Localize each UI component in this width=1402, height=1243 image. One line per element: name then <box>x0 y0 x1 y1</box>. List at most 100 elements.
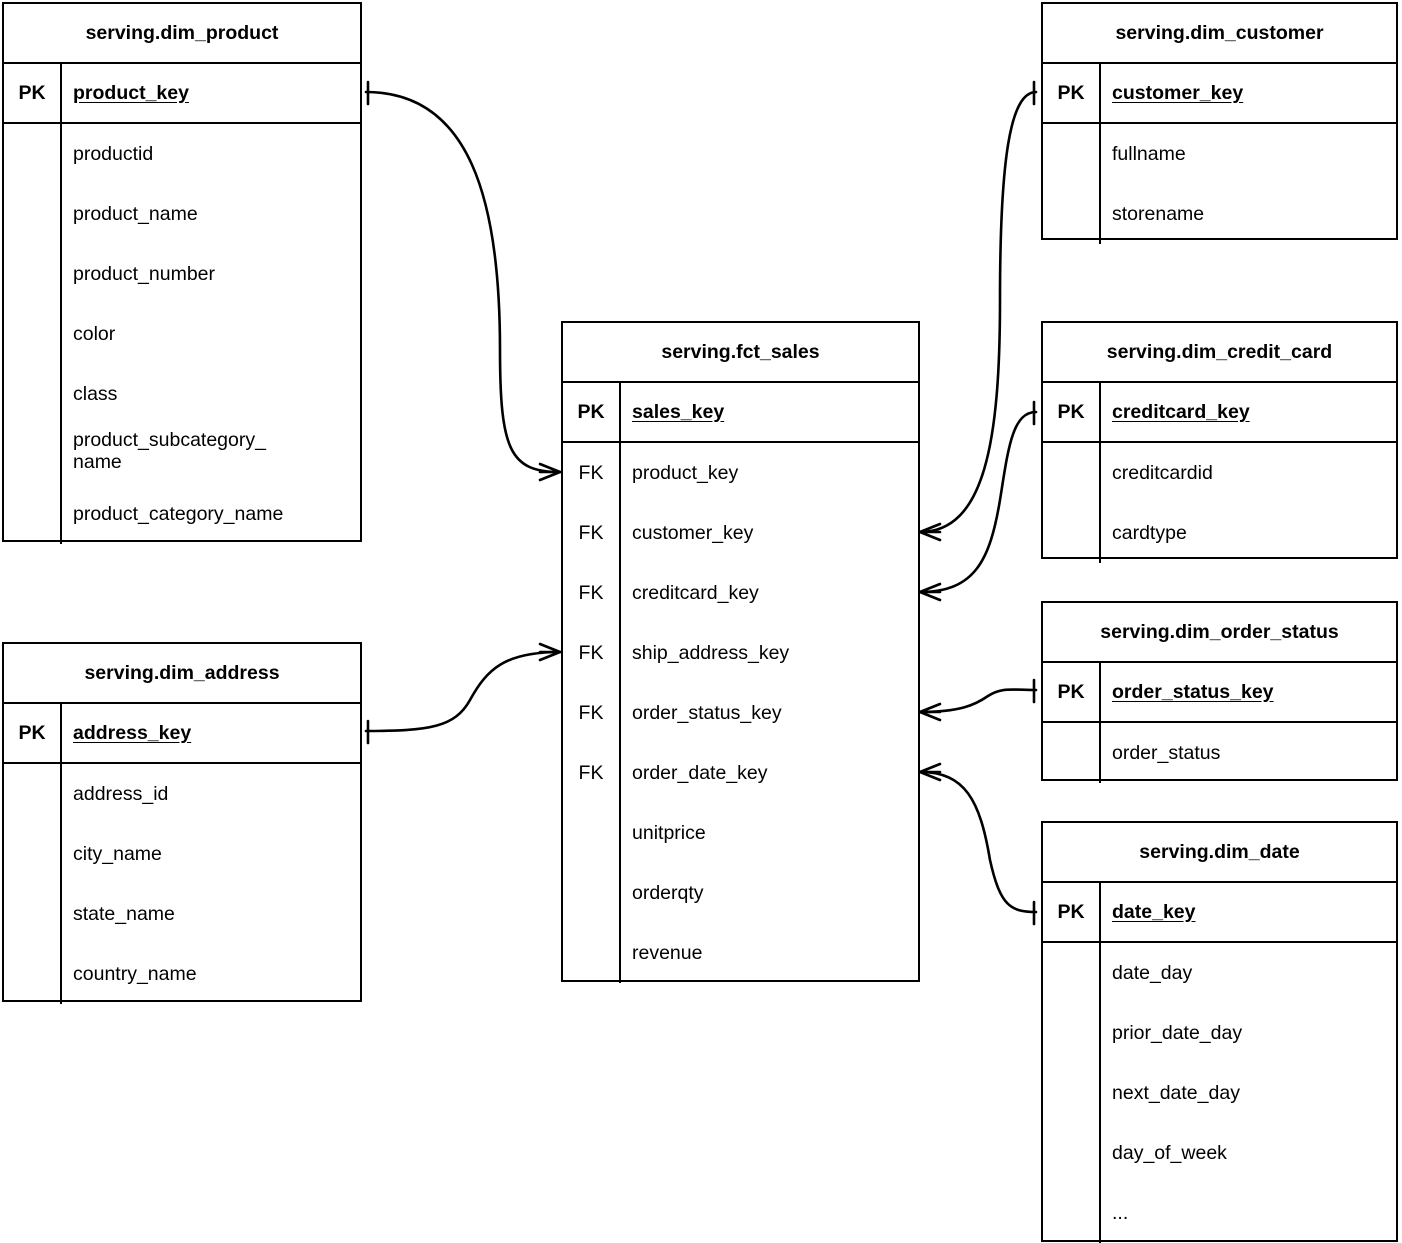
pk-tag: PK <box>4 704 62 762</box>
key-column-spacer <box>1043 124 1101 244</box>
entity-title-dim-date: serving.dim_date <box>1043 823 1396 883</box>
entity-title-fct-sales: serving.fct_sales <box>563 323 918 383</box>
entity-dim-address[interactable]: serving.dim_address PK address_key addre… <box>2 642 362 1004</box>
entity-title-dim-address: serving.dim_address <box>4 644 360 704</box>
fk-tag: FK <box>578 761 604 784</box>
entity-title-dim-order-status: serving.dim_order_status <box>1043 603 1396 663</box>
attribute-name-sales-key: sales_key <box>632 400 725 423</box>
key-column-spacer: FK FK FK FK FK FK <box>563 443 621 983</box>
attribute-row[interactable]: order_date_key <box>632 761 768 784</box>
attribute-row[interactable]: creditcard_key <box>632 581 759 604</box>
attribute-row[interactable]: country_name <box>73 962 197 985</box>
attribute-row[interactable]: day_of_week <box>1112 1141 1227 1164</box>
edge-date-crowsfoot <box>918 762 942 782</box>
attribute-row[interactable]: order_status <box>1112 741 1221 764</box>
entity-dim-customer[interactable]: serving.dim_customer PK customer_key ful… <box>1041 2 1398 244</box>
attribute-row-primary-key[interactable]: PK product_key <box>4 64 360 124</box>
edge-creditcard-crowsfoot <box>918 582 942 602</box>
pk-tag: PK <box>1043 383 1101 441</box>
edge-product-to-sales <box>364 90 562 474</box>
entity-dim-product[interactable]: serving.dim_product PK product_key produ… <box>2 2 362 544</box>
edge-orderstatus-crowsfoot <box>918 702 942 722</box>
attribute-row[interactable]: order_status_key <box>632 701 782 724</box>
attribute-row[interactable]: prior_date_day <box>1112 1021 1243 1044</box>
fk-tag: FK <box>578 521 604 544</box>
attribute-name-address-key: address_key <box>73 721 192 744</box>
attribute-name-order-status-key: order_status_key <box>1112 680 1274 703</box>
attribute-row[interactable]: next_date_day <box>1112 1081 1240 1104</box>
edge-address-crowsfoot <box>538 642 562 662</box>
key-column-spacer <box>1043 943 1101 1243</box>
attribute-row[interactable]: color <box>73 322 116 345</box>
edge-product-crowsfoot <box>538 462 562 482</box>
edge-address-to-sales <box>364 650 562 733</box>
attribute-row-primary-key[interactable]: PK customer_key <box>1043 64 1396 124</box>
edge-sales-to-customer <box>918 90 1038 534</box>
attribute-row[interactable]: ship_address_key <box>632 641 790 664</box>
attribute-row[interactable]: product_subcategory_name <box>73 429 266 473</box>
attribute-list: productid product_name product_number co… <box>62 124 360 544</box>
attribute-name-product-key: product_key <box>73 81 189 104</box>
pk-tag: PK <box>563 383 621 441</box>
attribute-row[interactable]: revenue <box>632 941 703 964</box>
attribute-row[interactable]: customer_key <box>632 521 754 544</box>
entity-dim-credit-card[interactable]: serving.dim_credit_card PK creditcard_ke… <box>1041 321 1398 563</box>
entity-dim-order-status[interactable]: serving.dim_order_status PK order_status… <box>1041 601 1398 783</box>
attribute-row-primary-key[interactable]: PK creditcard_key <box>1043 383 1396 443</box>
attribute-list: date_day prior_date_day next_date_day da… <box>1101 943 1396 1243</box>
attribute-row[interactable]: product_category_name <box>73 502 284 525</box>
attribute-list: creditcardid cardtype <box>1101 443 1396 563</box>
pk-tag: PK <box>1043 663 1101 721</box>
attribute-row-primary-key[interactable]: PK address_key <box>4 704 360 764</box>
attribute-row[interactable]: storename <box>1112 202 1205 225</box>
attribute-body: fullname storename <box>1043 124 1396 244</box>
attribute-row[interactable]: productid <box>73 142 154 165</box>
attribute-list: fullname storename <box>1101 124 1396 244</box>
entity-title-dim-customer: serving.dim_customer <box>1043 4 1396 64</box>
key-column-spacer <box>1043 723 1101 783</box>
edge-customer-crowsfoot <box>918 522 942 542</box>
key-column-spacer <box>1043 443 1101 563</box>
edge-sales-to-orderstatus <box>918 688 1038 714</box>
attribute-row[interactable]: unitprice <box>632 821 706 844</box>
fk-tag: FK <box>578 641 604 664</box>
fk-tag: FK <box>578 581 604 604</box>
attribute-row[interactable]: date_day <box>1112 961 1193 984</box>
entity-title-dim-credit-card: serving.dim_credit_card <box>1043 323 1396 383</box>
attribute-row[interactable]: fullname <box>1112 142 1186 165</box>
key-column-spacer <box>4 764 62 1004</box>
attribute-list: order_status <box>1101 723 1396 783</box>
attribute-row[interactable]: product_number <box>73 262 216 285</box>
attribute-list: address_id city_name state_name country_… <box>62 764 360 1004</box>
pk-tag: PK <box>1043 64 1101 122</box>
attribute-row[interactable]: product_name <box>73 202 198 225</box>
fk-tag: FK <box>578 701 604 724</box>
entity-fct-sales[interactable]: serving.fct_sales PK sales_key FK FK FK … <box>561 321 920 983</box>
attribute-list: product_key customer_key creditcard_key … <box>621 443 918 983</box>
attribute-body: order_status <box>1043 723 1396 783</box>
attribute-row[interactable]: address_id <box>73 782 169 805</box>
attribute-row[interactable]: city_name <box>73 842 162 865</box>
fk-tag: FK <box>578 461 604 484</box>
attribute-row[interactable]: cardtype <box>1112 521 1187 544</box>
attribute-row[interactable]: orderqty <box>632 881 704 904</box>
attribute-body: address_id city_name state_name country_… <box>4 764 360 1004</box>
attribute-body: date_day prior_date_day next_date_day da… <box>1043 943 1396 1243</box>
attribute-row-primary-key[interactable]: PK date_key <box>1043 883 1396 943</box>
attribute-row[interactable]: class <box>73 382 118 405</box>
pk-tag: PK <box>4 64 62 122</box>
attribute-row[interactable]: product_key <box>632 461 739 484</box>
attribute-name-date-key: date_key <box>1112 900 1196 923</box>
key-column-spacer <box>4 124 62 544</box>
attribute-row[interactable]: ... <box>1112 1201 1129 1224</box>
attribute-row[interactable]: state_name <box>73 902 175 925</box>
attribute-name-creditcard-key: creditcard_key <box>1112 400 1250 423</box>
edge-sales-to-creditcard <box>918 410 1038 594</box>
attribute-row-primary-key[interactable]: PK order_status_key <box>1043 663 1396 723</box>
attribute-row[interactable]: creditcardid <box>1112 461 1213 484</box>
entity-dim-date[interactable]: serving.dim_date PK date_key date_day pr… <box>1041 821 1398 1243</box>
attribute-row-primary-key[interactable]: PK sales_key <box>563 383 918 443</box>
pk-tag: PK <box>1043 883 1101 941</box>
attribute-body: productid product_name product_number co… <box>4 124 360 544</box>
